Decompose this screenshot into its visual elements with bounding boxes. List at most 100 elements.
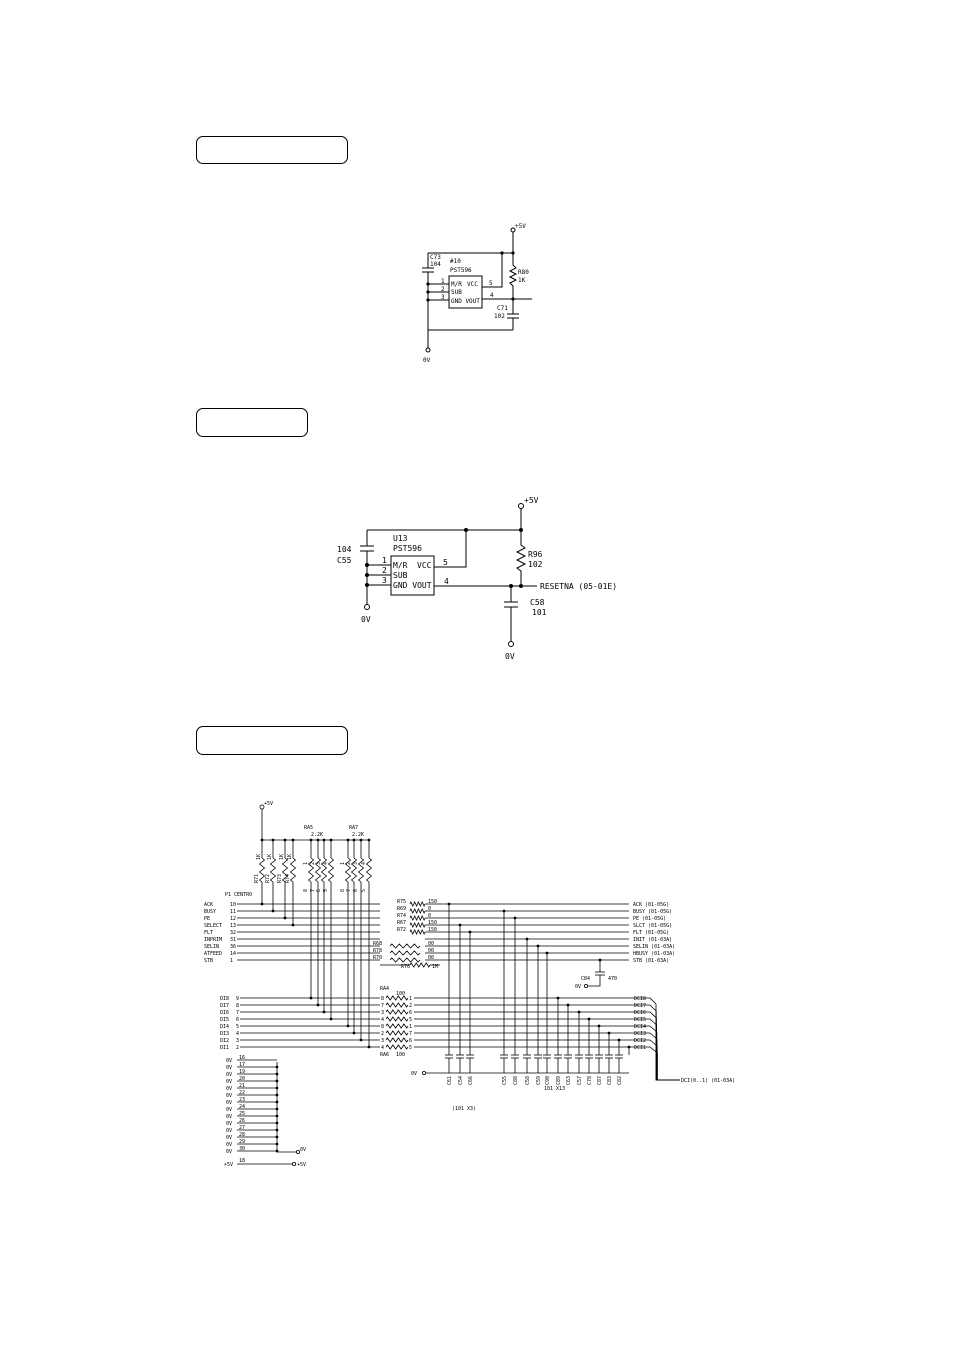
array-pin-top: 3	[353, 862, 359, 865]
data-name: DI6	[220, 1010, 229, 1016]
data-pin: 4	[236, 1031, 239, 1037]
ic1-part: PST596	[450, 267, 472, 274]
signal-name: SELECT	[204, 923, 222, 929]
bypass-cap-ref: C89	[556, 1076, 562, 1085]
svg-text:VCC: VCC	[467, 281, 478, 288]
right-caps-note: 101 X13	[544, 1086, 565, 1092]
series-resistor	[409, 915, 426, 921]
ground-pin-name: 0V	[226, 1149, 232, 1155]
array-pin-right: 6	[409, 1010, 412, 1016]
series-resistor	[409, 901, 426, 907]
svg-text:4: 4	[490, 292, 494, 299]
reset-circuit-2: +5V 104 C55 U13 PST596 M/R VCC SUB GND V…	[337, 496, 617, 661]
array-pin-top: 1	[303, 862, 309, 865]
bypass-cap-ref: C66	[468, 1076, 474, 1085]
c58-ref: C58	[530, 598, 545, 607]
series-resistor	[389, 957, 421, 963]
ground-pin-name: 0V	[226, 1100, 232, 1106]
series-resistor-ref: R68	[373, 941, 382, 947]
junction-dot	[275, 1121, 279, 1125]
data-series-resistor	[385, 1016, 409, 1022]
bypass-cap-ref: C82	[617, 1076, 623, 1085]
c73-ref: C73	[430, 254, 441, 261]
series-resistor	[389, 950, 421, 956]
data-series-resistor	[385, 1009, 409, 1015]
centronics-interface: +5V P1 CENTRO RA5 2.2K RA7 2.2K C84 470 …	[204, 801, 735, 1168]
bypass-cap-ref: C58	[525, 1076, 531, 1085]
ra4-value: 100	[396, 991, 405, 997]
c73-value: 104	[430, 261, 441, 268]
svg-text:SUB: SUB	[451, 289, 462, 296]
ground-pin-name: 0V	[226, 1079, 232, 1085]
bypass-cap-ref: C78	[587, 1076, 593, 1085]
signal-name: STB	[204, 958, 213, 964]
data-series-resistor	[385, 1023, 409, 1029]
ground-pin-name: 0V	[226, 1093, 232, 1099]
array-pin-left: 3	[381, 1038, 384, 1044]
pullup-resistor	[327, 857, 335, 883]
series-resistor-ref: R74	[397, 913, 406, 919]
series-resistor-ref: R75	[397, 899, 406, 905]
svg-text:VCC: VCC	[417, 561, 432, 570]
bypass-cap-ref: C90	[545, 1076, 551, 1085]
bus-entry	[649, 1032, 680, 1081]
reset-output-label: RESETNA (05-01E)	[540, 582, 617, 591]
c58-value: 101	[532, 608, 547, 617]
pullup-resistor	[307, 857, 315, 883]
ra6-value: 100	[396, 1052, 405, 1058]
bypass-cap-ref: C63	[566, 1076, 572, 1085]
svg-text:M/R: M/R	[451, 281, 462, 288]
ground-pin-name: 0V	[226, 1128, 232, 1134]
signal-net-label: HBUSY (01-03A)	[633, 951, 675, 957]
junction-dot	[275, 1065, 279, 1069]
u13-part: PST596	[393, 544, 422, 553]
data-pin: 3	[236, 1038, 239, 1044]
pullup-ref: R72	[265, 874, 271, 883]
svg-text:GND VOUT: GND VOUT	[451, 298, 480, 305]
signal-pin: 13	[230, 923, 236, 929]
pullup-resistor	[269, 857, 277, 883]
data-pin: 7	[236, 1010, 239, 1016]
section-title-box-1	[196, 136, 348, 164]
vcc-pin-name: +5V	[224, 1162, 233, 1168]
svg-text:5: 5	[443, 558, 448, 567]
data-series-resistor	[385, 1030, 409, 1036]
r76-resistor	[409, 962, 431, 968]
array-pin-left: 4	[381, 1045, 384, 1051]
ra7-ref: RA7	[349, 825, 358, 831]
gnd-label-2a: 0V	[361, 615, 371, 624]
svg-text:1: 1	[382, 556, 387, 565]
array-pin-right: 1	[409, 996, 412, 1002]
data-net-label: DCI7	[634, 1003, 646, 1009]
svg-text:2: 2	[441, 286, 445, 293]
pullup-resistor	[281, 857, 289, 883]
signal-name: BUSY	[204, 909, 216, 915]
junction-dot	[275, 1142, 279, 1146]
ground-pin-number: 22	[239, 1090, 245, 1096]
array-pin-left: 7	[381, 1003, 384, 1009]
c71-value: 102	[494, 313, 505, 320]
data-series-resistor	[385, 995, 409, 1001]
series-resistor-value: 150	[428, 927, 437, 933]
signal-net-label: INIT (01-03A)	[633, 937, 672, 943]
r80-value: 1K	[518, 277, 526, 284]
ground-pin-number: 16	[239, 1055, 245, 1061]
array-pin-top: 4	[361, 862, 367, 865]
gnd-terminal-2a	[364, 604, 370, 610]
signal-net-label: PE (01-05G)	[633, 916, 666, 922]
bypass-cap-ref: C54	[458, 1076, 464, 1085]
ra4-ref: RA4	[380, 986, 389, 992]
bypass-cap-ref: C83	[607, 1076, 613, 1085]
data-net-label: DCI2	[634, 1038, 646, 1044]
signal-name: FLT	[204, 930, 213, 936]
series-resistor-value: 00	[428, 941, 434, 947]
series-resistor-value: 150	[428, 920, 437, 926]
c71-ref: C71	[497, 305, 508, 312]
ground-pin-name: 0V	[226, 1065, 232, 1071]
array-pin-left: 4	[381, 1017, 384, 1023]
gnd-label-2b: 0V	[505, 652, 515, 661]
bus-label: DCI(0..1) (01-03A)	[681, 1078, 735, 1084]
ground-pin-number: 21	[239, 1083, 245, 1089]
ground-pin-number: 19	[239, 1069, 245, 1075]
